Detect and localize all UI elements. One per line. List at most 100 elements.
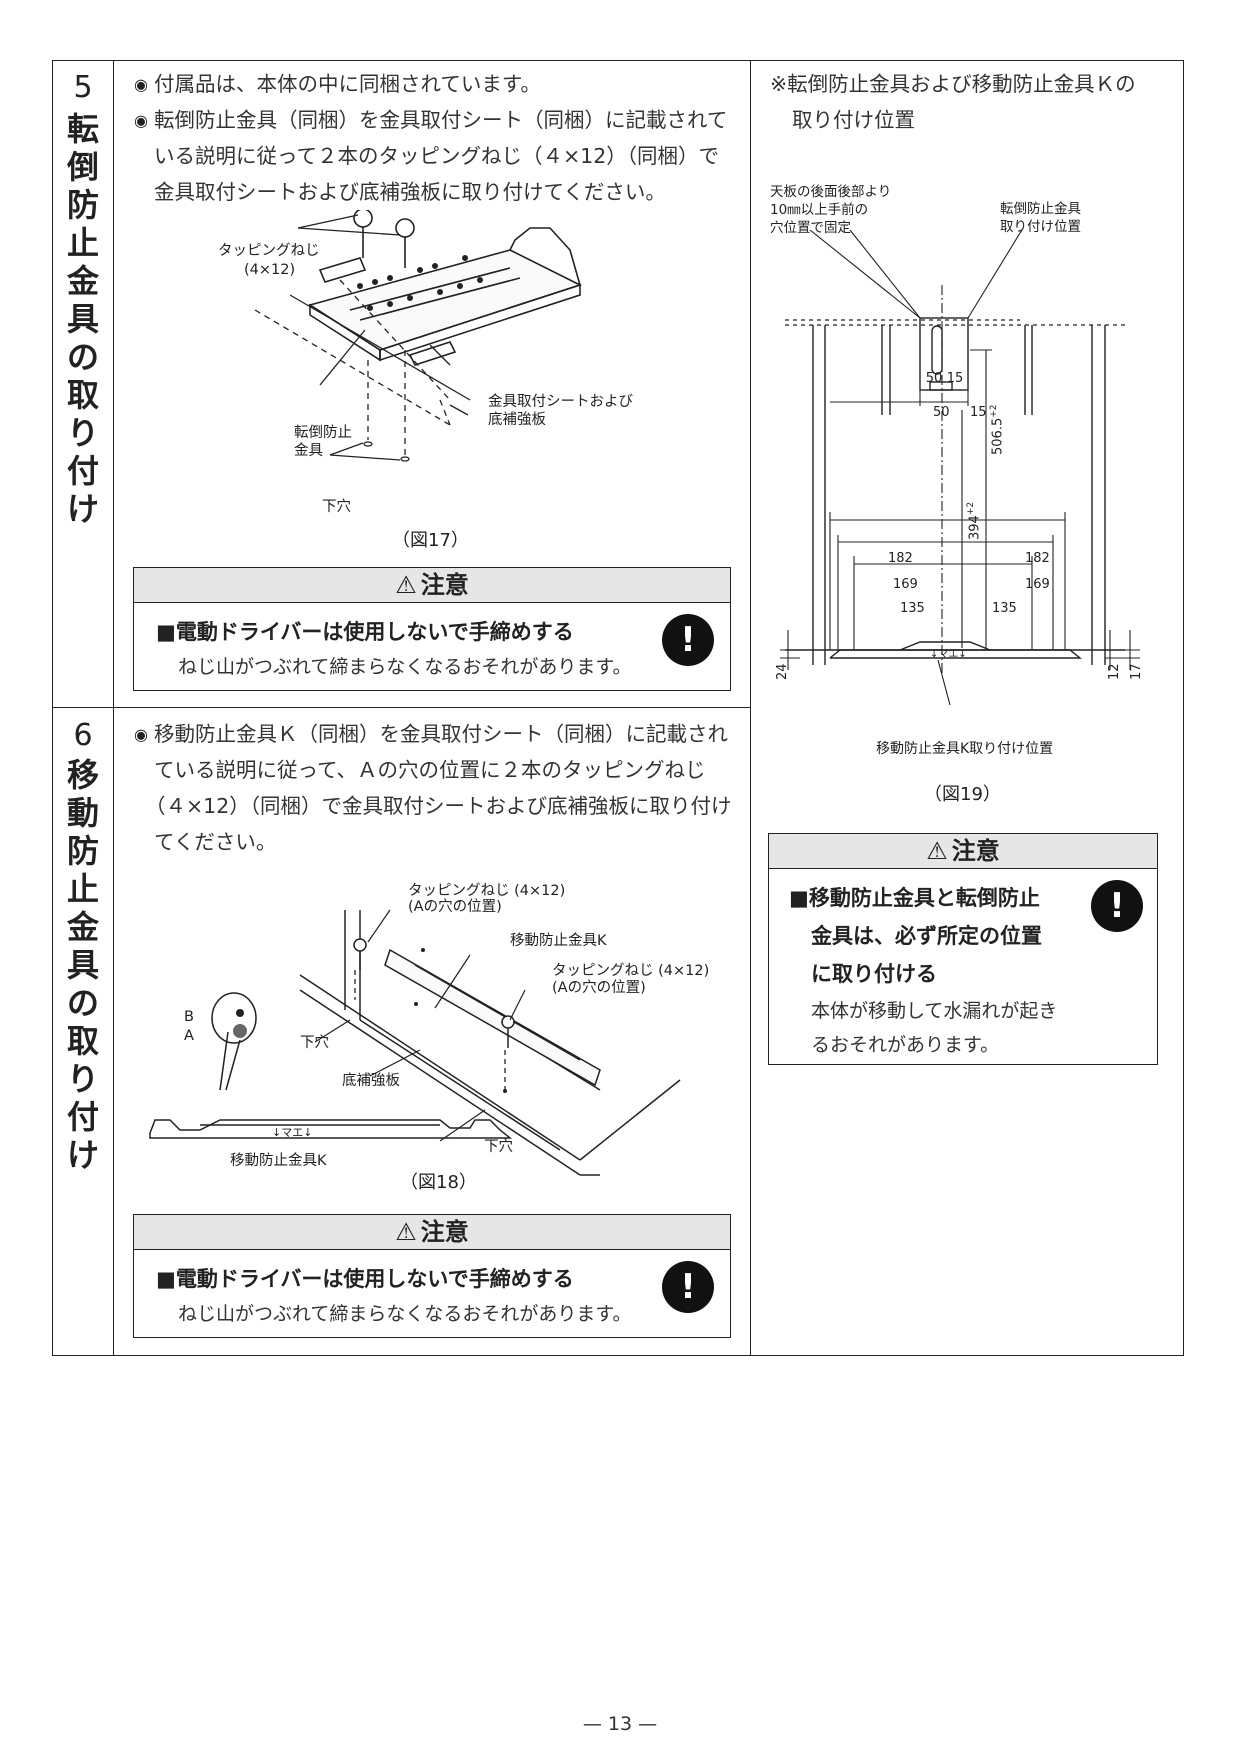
- right-caution-box: ⚠注意 ■移動防止金具と転倒防止 金具は、必ず所定の位置 に取り付ける 本体が移…: [768, 833, 1158, 1065]
- divider-step5-step6: [52, 707, 751, 709]
- step5-title-char: 転: [66, 110, 99, 148]
- step5-line-4: 金具取付シートおよび底補強板に取り付けてください。: [154, 180, 666, 204]
- fig17-screw-size-label: (4×12): [244, 262, 296, 278]
- fig18-bracket-k-label: 移動防止金具K: [510, 933, 607, 949]
- step5-caution-bold: ■電動ドライバーは使用しないで手締めする: [156, 620, 574, 644]
- step5-title-char: 倒: [66, 148, 99, 186]
- fig19-dim-12-label: 12: [1107, 663, 1122, 680]
- fig19-bracket-label-2: 取り付け位置: [1000, 219, 1081, 235]
- step5-line-3: いる説明に従って２本のタッピングねじ（４×12）（同梱）で: [154, 144, 719, 168]
- step6-caution-text: ねじ山がつぶれて締まらなくなるおそれがあります。: [178, 1303, 632, 1325]
- step6-title-char: 具: [66, 946, 99, 984]
- fig19-top-label-3: 穴位置で固定: [770, 220, 851, 236]
- fig17-hole-label: 下穴: [322, 499, 351, 515]
- step6-caution-bold: ■電動ドライバーは使用しないで手締めする: [156, 1267, 574, 1291]
- fig18-bracket-k-bottom-label: 移動防止金具K: [230, 1153, 327, 1169]
- step5-line-1: 付属品は、本体の中に同梱されています。: [154, 72, 541, 96]
- fig19-mae-label: ↓マエ↓: [930, 649, 967, 660]
- fig19-k-position-label: 移動防止金具K取り付け位置: [876, 741, 1054, 757]
- right-caution-bold-3: に取り付ける: [811, 962, 937, 986]
- step6-title-char: 移: [66, 756, 99, 794]
- fig17-sheet-label-2: 底補強板: [488, 412, 546, 428]
- fig18-board-label: 底補強板: [342, 1073, 400, 1089]
- step5-title-char: 具: [66, 300, 99, 338]
- right-note-line-1: ※転倒防止金具および移動防止金具Ｋの: [770, 72, 1136, 96]
- fig19-dim-182a-label: 182: [888, 551, 913, 566]
- page-number: — 13 —: [582, 1713, 658, 1735]
- fig19-dim-394-label: 394+2: [966, 501, 983, 540]
- step5-bullet-2: ◉: [134, 111, 148, 130]
- step5-title-char: 付: [66, 452, 99, 490]
- fig19-dim-15: 15: [947, 371, 964, 386]
- step6-title-char: 防: [66, 832, 99, 870]
- step6-line-2: ている説明に従って、Ａの穴の位置に２本のタッピングねじ: [154, 758, 706, 782]
- fig18-hole-a-label: A: [184, 1028, 194, 1044]
- fig19-dim-50-label: 50: [933, 405, 950, 420]
- step5-title-char: 金: [66, 262, 99, 300]
- right-note-line-2: 取り付け位置: [792, 108, 915, 132]
- figure17-illustration: [254, 210, 583, 462]
- fig19-dim-169a-label: 169: [893, 577, 918, 592]
- fig19-dim-15-label: 15: [970, 405, 987, 420]
- fig18-hole-b-label: B: [184, 1009, 194, 1025]
- fig19-dim-169b-label: 169: [1025, 577, 1050, 592]
- fig18-screw1-label-1: タッピングねじ (4×12): [408, 883, 566, 899]
- warning-triangle-icon: ⚠: [926, 837, 948, 865]
- figure19-drawing: 50 15: [780, 230, 1140, 706]
- right-caution-text-1: 本体が移動して水漏れが起き: [811, 1000, 1058, 1022]
- fig17-bracket-label-1: 転倒防止: [294, 425, 352, 441]
- exclamation-icon: !: [662, 614, 714, 666]
- right-caution-header: ⚠注意: [769, 834, 1157, 869]
- figure18-illustration: [149, 909, 681, 1176]
- fig18-hole1-label: 下穴: [300, 1035, 329, 1051]
- fig18-screw1-label-2: (Aの穴の位置): [408, 899, 502, 915]
- step6-title: 移 動 防 止 金 具 の 取 り 付 け: [53, 756, 113, 1174]
- step6-bullet: ◉: [134, 725, 148, 744]
- step5-title-char: の: [66, 338, 99, 376]
- fig19-top-label-1: 天板の後面後部より: [770, 184, 892, 200]
- step6-caution-header: ⚠注意: [134, 1215, 730, 1250]
- fig18-hole2-label: 下穴: [484, 1139, 513, 1155]
- fig19-top-label-2: 10㎜以上手前の: [770, 202, 869, 218]
- right-caution-bold-1: ■移動防止金具と転倒防止: [789, 886, 1040, 910]
- step5-title-char: 防: [66, 186, 99, 224]
- exclamation-icon: !: [662, 1261, 714, 1313]
- fig19-dim-17-label: 17: [1129, 663, 1144, 680]
- step5-title-char: け: [66, 490, 99, 528]
- fig19-dim-50: 50: [926, 371, 943, 386]
- fig19-caption: （図19）: [924, 784, 1001, 805]
- fig19-dim-24-label: 24: [775, 663, 790, 680]
- fig19-dim-135a-label: 135: [900, 601, 925, 616]
- fig18-caption: （図18）: [400, 1172, 477, 1193]
- step6-title-char: 付: [66, 1098, 99, 1136]
- step5-number: 5: [73, 70, 93, 105]
- step5-line-2: 転倒防止金具（同梱）を金具取付シート（同梱）に記載されて: [154, 108, 728, 132]
- fig18-mae-label: ↓マエ↓: [272, 1126, 313, 1139]
- step6-line-1: 移動防止金具Ｋ（同梱）を金具取付シート（同梱）に記載され: [154, 722, 728, 746]
- step5-bullet-1: ◉: [134, 75, 148, 94]
- step6-number: 6: [73, 718, 93, 753]
- step5-title: 転 倒 防 止 金 具 の 取 り 付 け: [53, 110, 113, 528]
- step6-title-char: り: [66, 1060, 99, 1098]
- step6-title-char: の: [66, 984, 99, 1022]
- fig19-dim-135b-label: 135: [992, 601, 1017, 616]
- step6-title-char: 動: [66, 794, 99, 832]
- fig18-screw2-label-2: (Aの穴の位置): [552, 980, 646, 996]
- step6-title-char: 取: [66, 1022, 99, 1060]
- warning-triangle-icon: ⚠: [395, 571, 417, 599]
- warning-triangle-icon: ⚠: [395, 1218, 417, 1246]
- right-caution-bold-2: 金具は、必ず所定の位置: [811, 924, 1042, 948]
- fig17-sheet-label-1: 金具取付シートおよび: [488, 394, 633, 410]
- fig17-caption: （図17）: [392, 530, 469, 551]
- step6-caution-box: ⚠注意 ■電動ドライバーは使用しないで手締めする ねじ山がつぶれて締まらなくなる…: [133, 1214, 731, 1338]
- fig19-bracket-label-1: 転倒防止金具: [1000, 201, 1081, 217]
- step5-caution-text: ねじ山がつぶれて締まらなくなるおそれがあります。: [178, 656, 632, 678]
- step5-title-char: 止: [66, 224, 99, 262]
- step6-title-char: 止: [66, 870, 99, 908]
- step6-title-char: け: [66, 1136, 99, 1174]
- step6-line-4: てください。: [154, 830, 277, 854]
- fig17-screw-label: タッピングねじ: [218, 243, 320, 259]
- step5-title-char: 取: [66, 376, 99, 414]
- fig19-dim-5065-label: 506.5+2: [989, 404, 1006, 456]
- right-caution-text-2: るおそれがあります。: [811, 1034, 1000, 1056]
